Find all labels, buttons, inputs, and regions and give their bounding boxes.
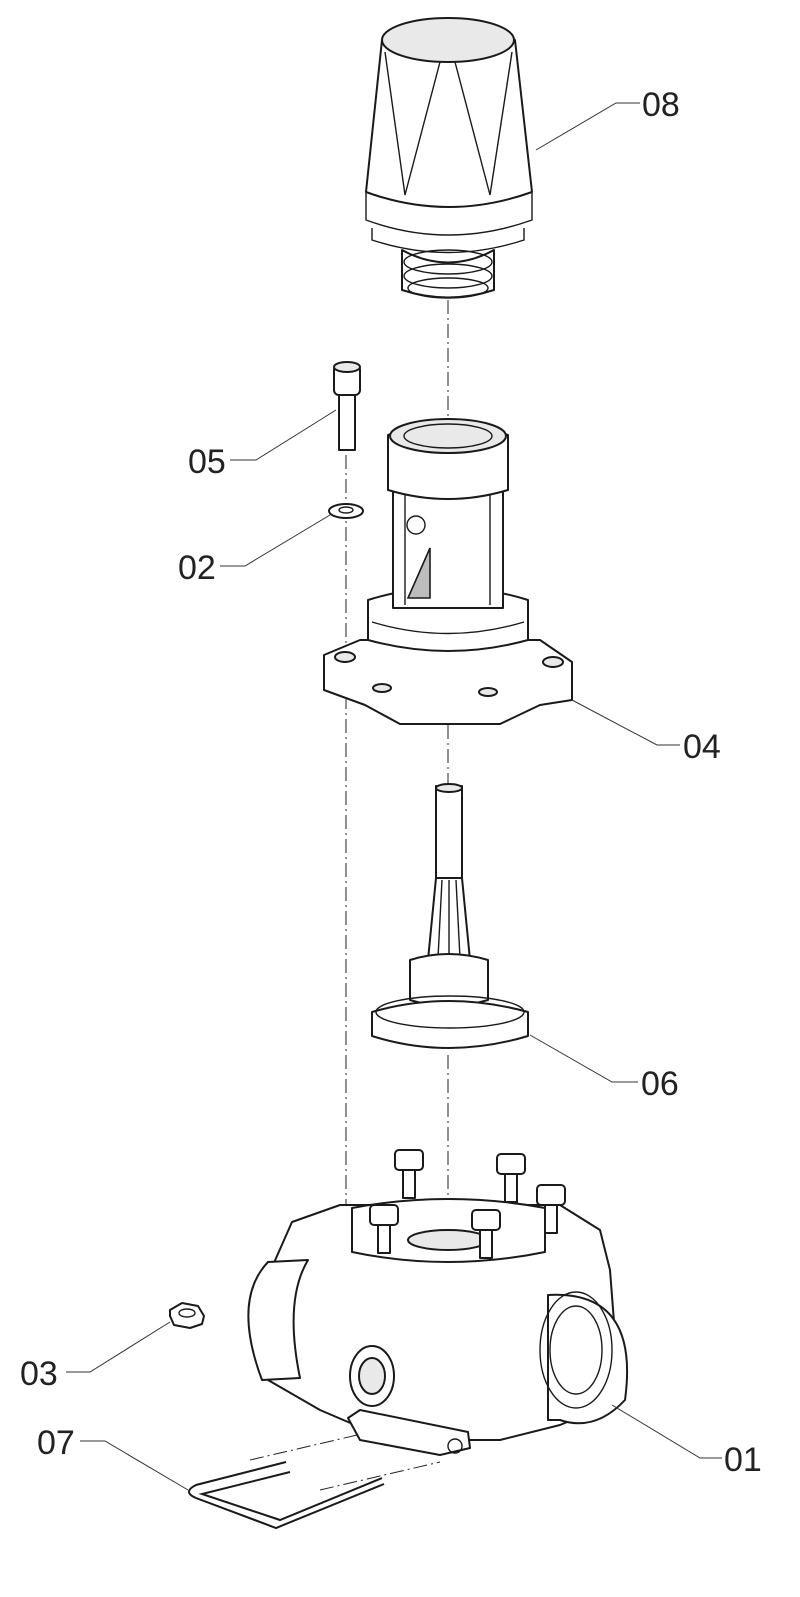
bolt-part — [333, 361, 361, 451]
part-labels: 08 05 02 04 06 03 07 01 — [20, 86, 762, 1479]
cap-part — [365, 17, 533, 299]
label-01: 01 — [724, 1441, 762, 1479]
nut-part — [169, 1302, 205, 1329]
label-04: 04 — [683, 728, 721, 766]
stem-part — [371, 783, 529, 1049]
washer-part — [328, 503, 364, 519]
body-part — [247, 1149, 629, 1456]
label-05: 05 — [188, 443, 226, 481]
label-08: 08 — [642, 86, 680, 124]
label-06: 06 — [641, 1065, 679, 1103]
label-02: 02 — [178, 549, 216, 587]
label-03: 03 — [20, 1355, 58, 1393]
leader-lines — [66, 102, 722, 1491]
label-07: 07 — [37, 1424, 75, 1462]
clip-part — [188, 1461, 385, 1530]
bonnet-part — [323, 418, 573, 725]
